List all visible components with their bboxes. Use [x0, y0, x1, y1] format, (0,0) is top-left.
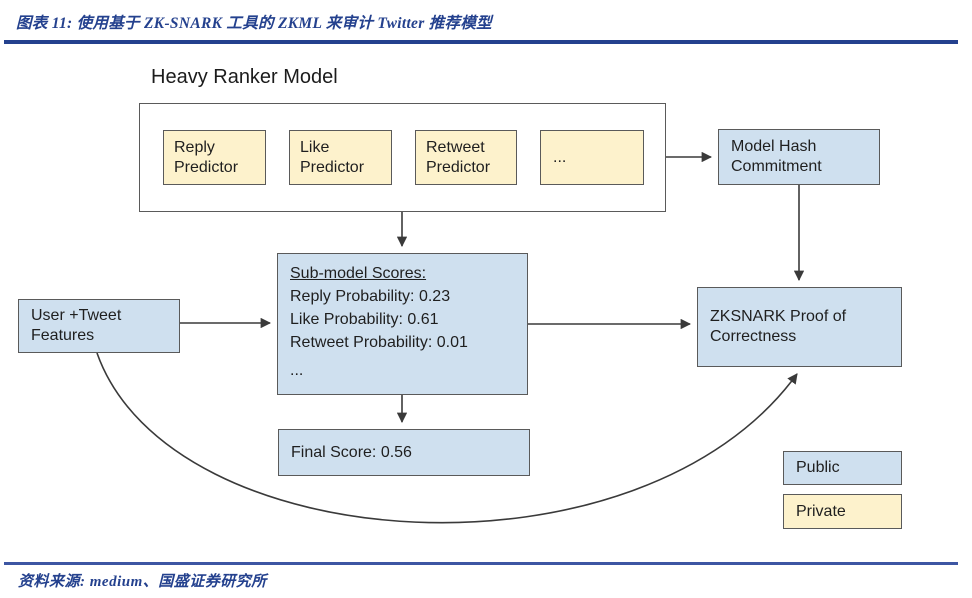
legend-public-box: Public: [783, 451, 902, 485]
user-tweet-features-box: User +Tweet Features: [18, 299, 180, 353]
figure-source: 资料来源: medium、国盛证券研究所: [18, 574, 267, 590]
final-score-label: Final Score: 0.56: [291, 443, 412, 461]
final-score-box: Final Score: 0.56: [278, 429, 530, 476]
user-tweet-features-label: User +Tweet Features: [31, 307, 122, 344]
submodel-ellipsis: ...: [290, 362, 304, 379]
zksnark-proof-box: ZKSNARK Proof of Correctness: [697, 287, 902, 367]
legend-private-box: Private: [783, 494, 902, 529]
legend-private-label: Private: [796, 502, 846, 520]
reply-probability-value: Reply Probability: 0.23: [290, 288, 451, 305]
retweet-predictor-box: Retweet Predictor: [415, 130, 517, 185]
model-hash-commitment-box: Model Hash Commitment: [718, 129, 880, 185]
model-hash-commitment-label: Model Hash Commitment: [731, 138, 822, 175]
like-probability-value: Like Probability: 0.61: [290, 311, 439, 328]
title-divider-line: [4, 40, 958, 44]
like-predictor-label: Like Predictor: [300, 138, 365, 176]
ellipsis-predictor-box: ...: [540, 130, 644, 185]
retweet-probability-value: Retweet Probability: 0.01: [290, 334, 468, 351]
submodel-scores-title: Sub-model Scores:: [290, 265, 427, 282]
legend-public-label: Public: [796, 459, 840, 476]
like-predictor-box: Like Predictor: [289, 130, 392, 185]
reply-predictor-box: Reply Predictor: [163, 130, 266, 185]
source-divider-line: [4, 562, 958, 565]
heavy-ranker-model-label: Heavy Ranker Model: [151, 66, 338, 88]
submodel-scores-box: Sub-model Scores: Reply Probability: 0.2…: [277, 253, 528, 395]
zksnark-proof-label: ZKSNARK Proof of Correctness: [710, 308, 847, 345]
reply-predictor-label: Reply Predictor: [174, 138, 239, 176]
retweet-predictor-label: Retweet Predictor: [426, 138, 491, 176]
figure-title: 图表 11: 使用基于 ZK-SNARK 工具的 ZKML 来审计 Twitte…: [16, 15, 492, 32]
ellipsis-predictor-label: ...: [553, 148, 567, 166]
